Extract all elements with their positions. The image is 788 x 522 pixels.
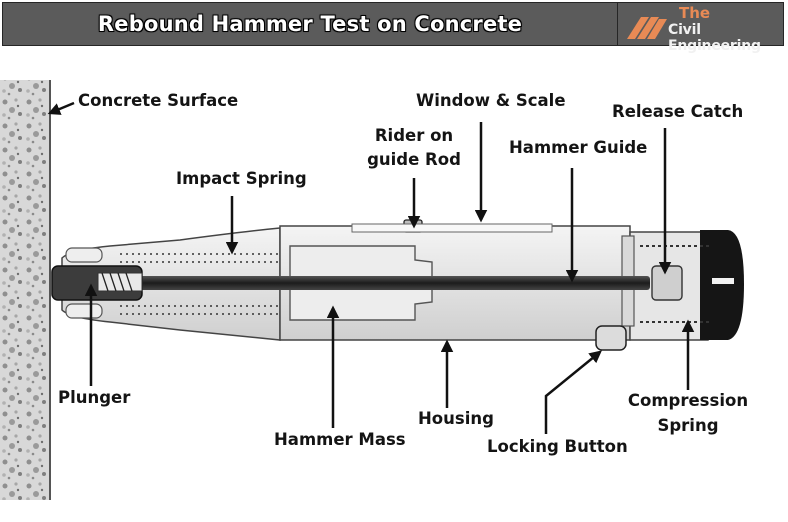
label-compression-line1: Compression bbox=[627, 391, 749, 410]
title-banner: Rebound Hammer Test on Concrete The Civi… bbox=[2, 2, 784, 54]
logo-text-bottom: Civil Engineering bbox=[668, 22, 761, 54]
label-release-catch: Release Catch bbox=[612, 102, 744, 121]
label-housing: Housing bbox=[418, 409, 494, 428]
logo-text-top: The bbox=[679, 4, 711, 22]
label-compression-line2: Spring bbox=[657, 416, 719, 435]
leader-lines bbox=[47, 101, 695, 434]
label-concrete-surface: Concrete Surface bbox=[78, 91, 239, 110]
logo-stripes-icon bbox=[627, 17, 667, 39]
label-locking-button: Locking Button bbox=[487, 437, 628, 456]
page-title: Rebound Hammer Test on Concrete bbox=[97, 12, 523, 36]
label-window-scale: Window & Scale bbox=[416, 91, 566, 110]
label-plunger: Plunger bbox=[58, 388, 131, 407]
label-impact-spring: Impact Spring bbox=[176, 169, 307, 188]
brand-logo: The Civil Engineering bbox=[619, 3, 783, 54]
concrete-wall bbox=[0, 80, 51, 500]
label-hammer-guide: Hammer Guide bbox=[509, 138, 648, 157]
hammer-body bbox=[51, 219, 744, 351]
label-rider-line1: Rider on bbox=[374, 126, 454, 145]
banner-divider bbox=[617, 3, 618, 45]
label-hammer-mass: Hammer Mass bbox=[274, 430, 406, 449]
label-rider-line2: guide Rod bbox=[367, 150, 461, 169]
